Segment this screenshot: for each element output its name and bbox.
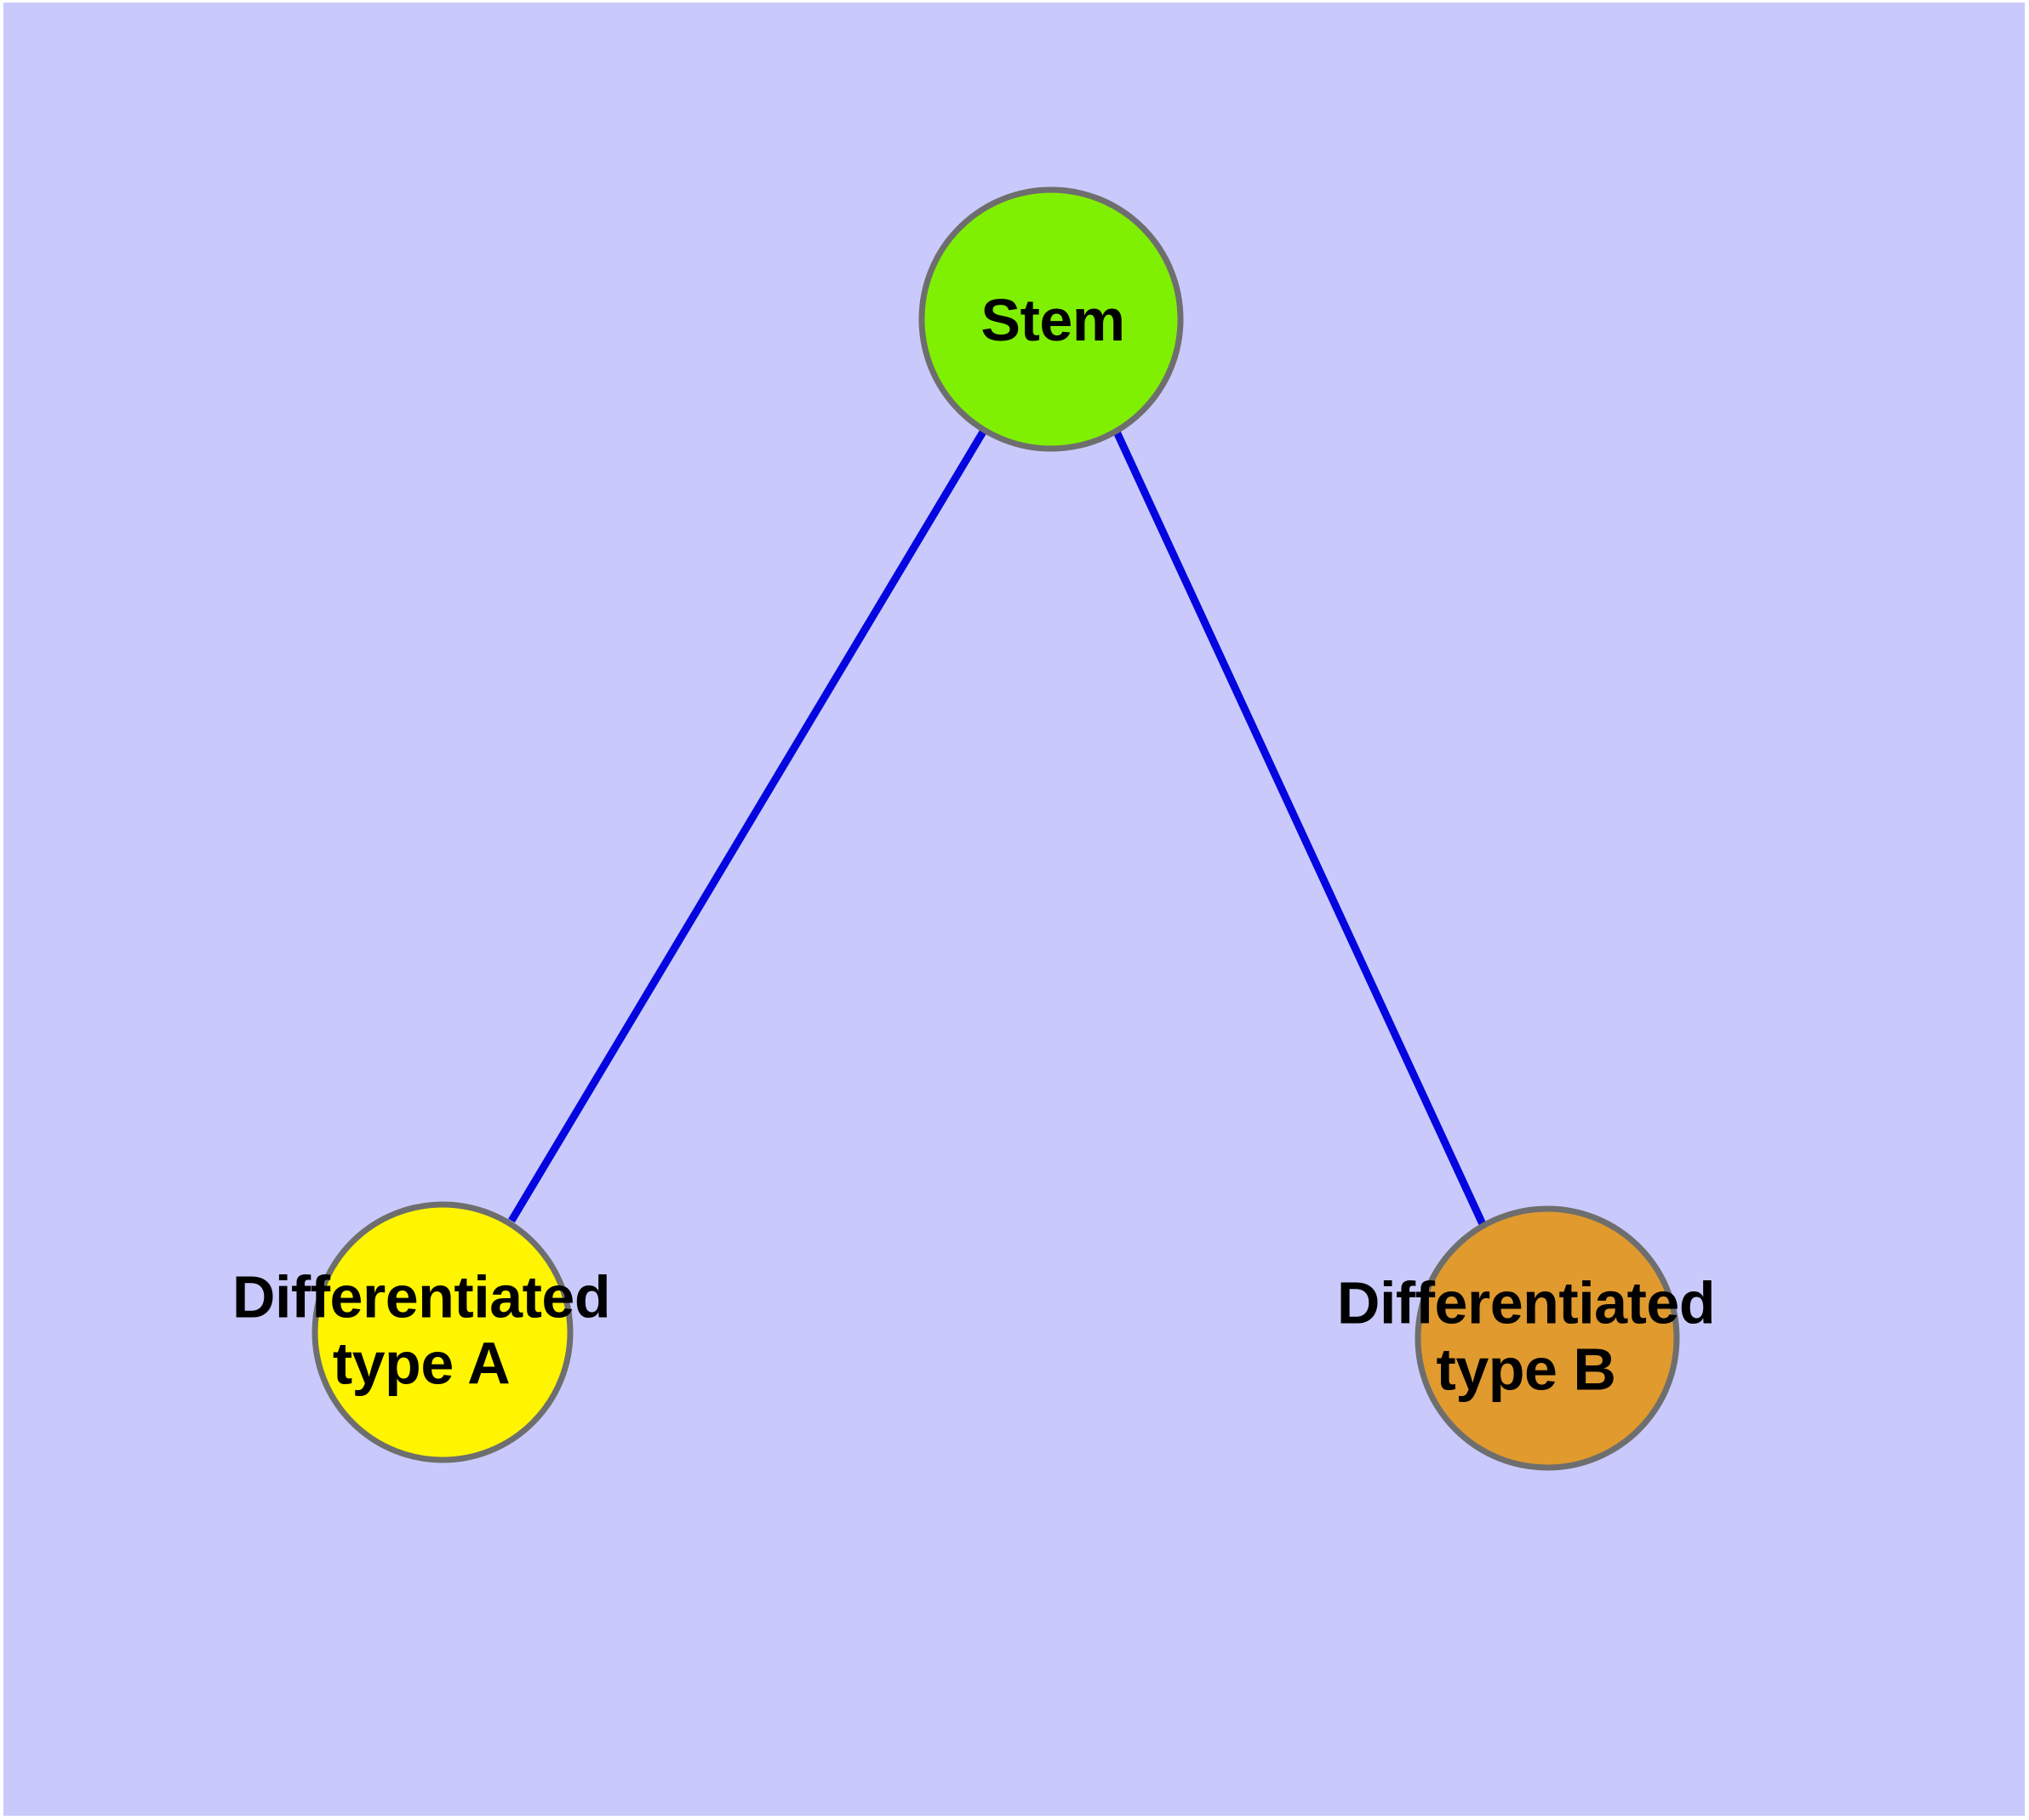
node-layer (311, 186, 1680, 1471)
node-stem-circle[interactable] (918, 186, 1184, 452)
node-diff-b-circle[interactable] (1415, 1205, 1680, 1471)
edge-layer (508, 426, 1487, 1226)
edge-stem-to-diff-b[interactable] (1112, 428, 1487, 1226)
node-diff-a-circle[interactable] (311, 1201, 574, 1463)
edge-stem-to-diff-a[interactable] (508, 426, 988, 1223)
